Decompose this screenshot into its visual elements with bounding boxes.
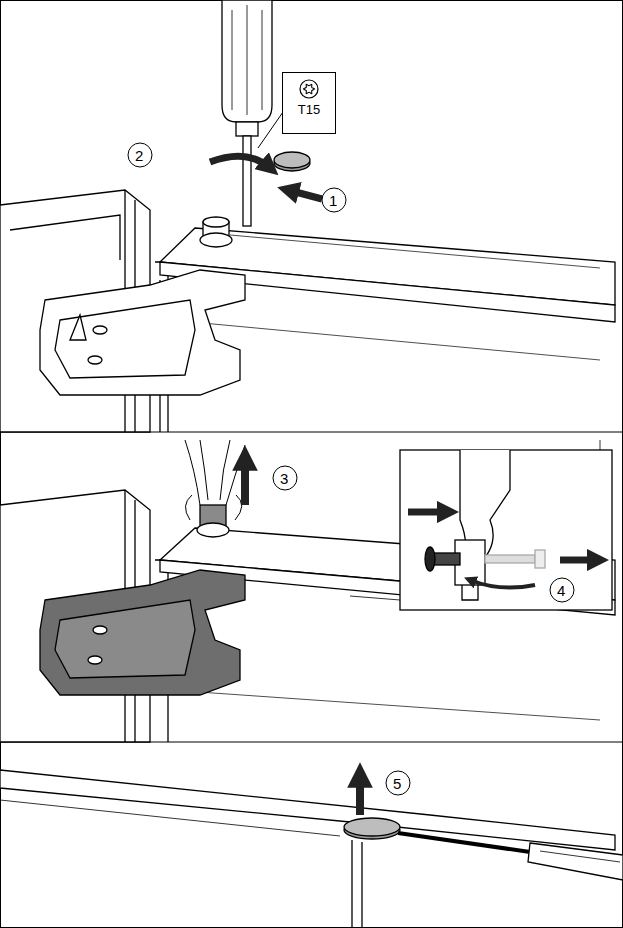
callout-number: 5: [393, 775, 401, 792]
callout-number: 2: [135, 147, 143, 164]
callout-number: 3: [280, 470, 288, 487]
tool-size-text: T15: [283, 102, 335, 117]
panel-one: [0, 0, 615, 432]
tool-size-box: T15: [282, 72, 336, 134]
callout-number: 4: [557, 582, 565, 599]
panel-two: [0, 440, 615, 742]
torx-symbol: [298, 78, 320, 100]
panel-three: [0, 770, 623, 928]
callout-number: 1: [329, 192, 337, 209]
